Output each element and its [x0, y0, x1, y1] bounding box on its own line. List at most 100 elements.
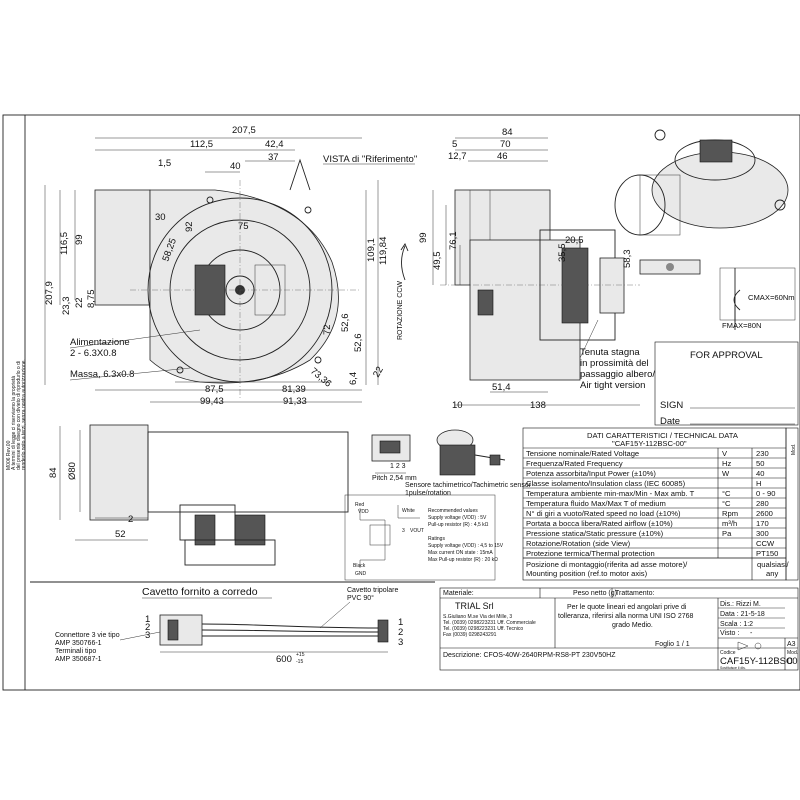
dim-52: 52,6 — [340, 314, 351, 333]
seal-label-3: passaggio albero/ — [580, 369, 655, 380]
side-dim-138: 138 — [530, 400, 546, 411]
side-dim-35: 35,5 — [557, 244, 568, 263]
tb-address-2: Tel. (0039) 0298223231 Uff. Commerciale — [443, 620, 536, 626]
circuit-vout: VOUT — [410, 528, 424, 534]
rec-title: Recommended values — [428, 508, 478, 514]
tb-address-3: Tel. (0039) 0298223231 Uff. Tecnico — [443, 626, 523, 632]
cable-length: 600 — [276, 654, 292, 665]
dim-23: 23,3 — [61, 297, 72, 316]
tb-scala: Scala : 1:2 — [720, 621, 753, 628]
dim-1-5: 1,5 — [158, 158, 171, 169]
dim-30: 30 — [155, 212, 166, 223]
dim-92: 92 — [184, 221, 195, 232]
tech-row-value: 170 — [756, 519, 769, 528]
seal-label-2: in prossimità del — [580, 358, 649, 369]
front-view: 207,5 112,5 42,4 40 37 1,5 116,5 99 207,… — [44, 125, 417, 407]
tb-tolerance-3: grado Medio. — [612, 622, 653, 629]
tb-address-1: S.Giuliano M.se Via dei Mille, 3 — [443, 614, 512, 620]
tech-row-unit: Pa — [722, 529, 732, 538]
dim-119: 119,84 — [378, 237, 389, 265]
bottom-dim-80: Ø80 — [67, 462, 78, 480]
drawing-frame — [2, 114, 800, 691]
tech-row-value: PT150 — [756, 549, 778, 558]
tripolar-1: Cavetto tripolare — [347, 587, 398, 594]
tb-descrizione: Descrizione: CFOS-40W-2640RPM-RS8-PT 230… — [443, 652, 616, 659]
side-dim-12: 12,7 — [448, 151, 467, 162]
side-dim-76: 76,1 — [448, 232, 459, 251]
tech-row-unit: °C — [722, 489, 731, 498]
tech-row-unit: °C — [722, 499, 731, 508]
approval-sign: SIGN — [660, 400, 683, 411]
tb-data: Data : 21-5-18 — [720, 611, 765, 618]
side-dim-70: 70 — [500, 139, 511, 150]
connector-3: Terminali tipo — [55, 648, 96, 655]
tech-row-value: 0 - 90 — [756, 489, 775, 498]
dim-overall-width: 207,5 — [232, 125, 256, 136]
cable-title: Cavetto fornito a corredo — [142, 586, 258, 598]
tech-row-value: CCW — [756, 539, 775, 548]
tb-dis: Dis.: Rizzi M. — [720, 601, 761, 608]
tech-row-label: Rotazione/Rotation (side View) — [526, 539, 631, 548]
side-view: 84 5 70 12,7 46 99 76,1 49,5 35,5 20,5 5… — [418, 127, 655, 411]
tb-foglio: Foglio 1 / 1 — [655, 641, 690, 648]
tb-mod: 00 — [787, 656, 798, 667]
dim-99: 99 — [74, 234, 85, 245]
tech-row: Rotazione/Rotation (side View) CCW — [523, 539, 786, 549]
legal-line-2: del presente disegno con divieto di ripr… — [16, 361, 22, 470]
tech-row-label: Protezione termica/Thermal protection — [526, 549, 655, 558]
dim-37: 37 — [268, 152, 279, 163]
bottom-view: 84 Ø80 2 52 — [48, 424, 349, 566]
circuit-black: Black — [353, 563, 366, 569]
dim-99b: 99,43 — [200, 396, 224, 407]
tech-row-label: Tensione nominale/Rated Voltage — [526, 449, 639, 458]
pitch-label: Pitch 2,54 mm — [372, 475, 417, 482]
cable-tol-down: -15 — [296, 659, 303, 665]
bottom-outlet — [89, 424, 149, 521]
dim-207: 207,9 — [44, 281, 55, 305]
dim-52b: 52,6 — [353, 334, 364, 353]
tech-row: Classe isolamento/Insulation class (IEC … — [523, 479, 786, 489]
cable-tol-up: +15 — [296, 652, 305, 658]
tech-row-unit: W — [722, 469, 730, 478]
dim-116: 116,5 — [59, 232, 70, 255]
pins-label: 1 2 3 — [390, 463, 406, 470]
fmax-label: FMAX=80N — [722, 321, 761, 330]
side-dim-5: 5 — [452, 139, 457, 150]
tb-tolerance-2: tolleranza, riferirsi alla norma UNI ISO… — [558, 613, 693, 620]
connector-2: AMP 350766-1 — [55, 640, 102, 647]
tb-peso: Peso netto (g) — [573, 590, 617, 597]
cmax-label: CMAX=60Nm — [748, 293, 795, 302]
outlet-flange — [94, 189, 151, 306]
side-dim-20: 20,5 — [565, 235, 584, 246]
cable-connector — [159, 614, 203, 646]
rotation-label: ROTAZIONE CCW — [397, 281, 404, 340]
mount-label-2: Mounting position (ref.to motor axis) — [526, 569, 648, 578]
tech-row-unit: Rpm — [722, 509, 738, 518]
tech-header-1: DATI CARATTERISTICI / TECHNICAL DATA — [587, 431, 739, 440]
tech-row-value: H — [756, 479, 761, 488]
bottom-dim-84: 84 — [48, 467, 59, 478]
approval-title: FOR APPROVAL — [690, 350, 763, 361]
tech-row-unit: Hz — [722, 459, 731, 468]
power-supply-label: Alimentazione — [70, 337, 130, 348]
side-dim-49: 49,5 — [432, 252, 443, 271]
side-dim-99: 99 — [418, 232, 429, 243]
sensor-sub: 1pulse/rotation — [405, 490, 451, 497]
tb-visto: Visto : — [720, 630, 739, 637]
tb-trattamento: Trattamento: — [615, 590, 654, 597]
dim-72: 72 — [322, 324, 333, 335]
pin-2-right: 2 — [398, 627, 403, 638]
tech-row: N° di giri a vuoto/Rated speed no load (… — [523, 509, 786, 519]
connector-1: Connettore 3 vie tipo — [55, 632, 120, 639]
side-dim-51: 51,4 — [492, 382, 511, 393]
circuit-pin3: 3 — [402, 528, 405, 534]
seal-label-1: Tenuta stagna — [580, 347, 640, 358]
sensor-detail: Pitch 2,54 mm 1 2 3 Sensore tachimetrico… — [371, 429, 532, 497]
rat-title: Ratings — [428, 536, 445, 542]
circuit-red: Red — [355, 502, 364, 508]
pin-1-right: 1 — [398, 617, 403, 628]
pin-3-left: 3 — [145, 630, 150, 641]
